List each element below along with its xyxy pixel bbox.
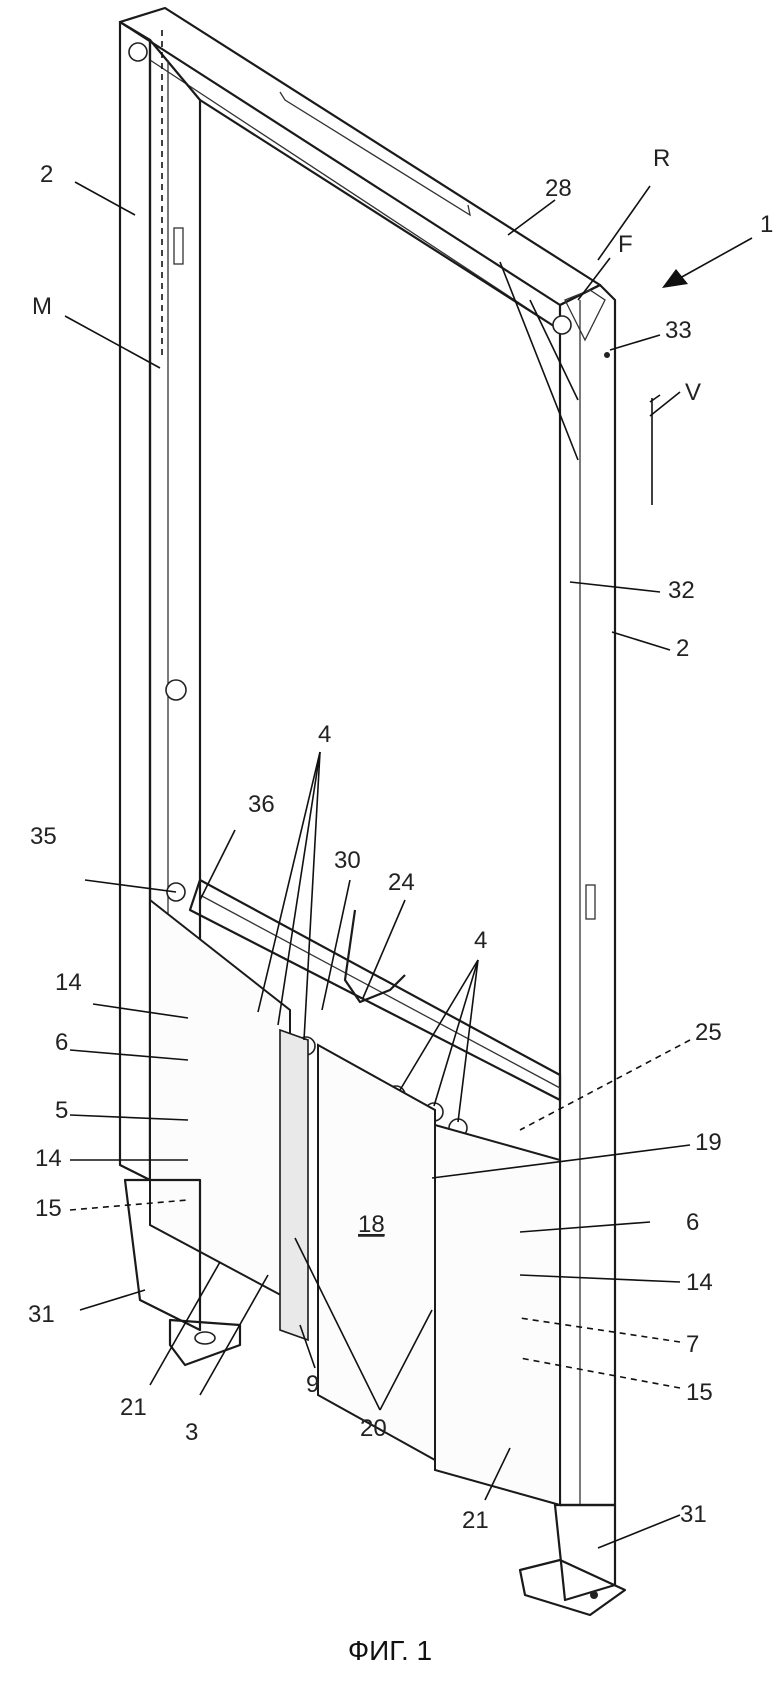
label-20: 20 (360, 1415, 387, 1442)
panel-18 (318, 1045, 435, 1460)
label-V: V (685, 379, 701, 406)
installation-frame (120, 8, 625, 1615)
label-3: 3 (185, 1419, 198, 1446)
left-top-hole (129, 43, 147, 61)
label-14-c: 14 (686, 1269, 713, 1296)
label-M: M (32, 293, 52, 320)
center-channel-9 (280, 1030, 308, 1340)
label-25: 25 (695, 1019, 722, 1046)
label-28: 28 (545, 175, 572, 202)
label-36: 36 (248, 791, 275, 818)
label-33: 33 (665, 317, 692, 344)
label-14-b: 14 (35, 1145, 62, 1172)
label-21-right: 21 (462, 1507, 489, 1534)
label-F: F (618, 231, 633, 258)
label-35: 35 (30, 823, 57, 850)
label-6-left: 6 (55, 1029, 68, 1056)
diagonal-brace-2 (530, 300, 578, 400)
label-24: 24 (388, 869, 415, 896)
label-4-left: 4 (318, 721, 331, 748)
label-6-right: 6 (686, 1209, 699, 1236)
label-18: 18 (358, 1211, 385, 1238)
label-31-right: 31 (680, 1501, 707, 1528)
label-15-right: 15 (686, 1379, 713, 1406)
label-7: 7 (686, 1331, 699, 1358)
figure-caption: ФИГ. 1 (348, 1635, 432, 1666)
right-foot-rivet (590, 1591, 598, 1599)
label-21-left: 21 (120, 1394, 147, 1421)
label-30: 30 (334, 847, 361, 874)
label-4-right: 4 (474, 927, 487, 954)
left-slot (174, 228, 183, 264)
label-19: 19 (695, 1129, 722, 1156)
right-panel (435, 1125, 560, 1505)
label-2-right: 2 (676, 635, 689, 662)
label-9: 9 (306, 1371, 319, 1398)
right-top-bracket (565, 290, 605, 340)
right-foot-leg (555, 1505, 615, 1600)
top-rail-inner-edge (150, 60, 545, 320)
top-rail (120, 8, 600, 305)
left-upright-front (120, 22, 150, 1180)
label-5: 5 (55, 1097, 68, 1124)
left-mid-hole (166, 680, 186, 700)
label-31-left: 31 (28, 1301, 55, 1328)
left-panel (150, 900, 290, 1300)
right-top-rivet (604, 352, 610, 358)
label-1: 1 (760, 211, 773, 238)
left-foot-hole (195, 1332, 215, 1344)
right-slot (586, 885, 595, 919)
label-R: R (653, 145, 670, 172)
label-14-a: 14 (55, 969, 82, 996)
right-top-hole (553, 316, 571, 334)
right-upright-front (560, 285, 615, 1505)
label-15-left: 15 (35, 1195, 62, 1222)
top-rail-lower-edge (200, 100, 560, 330)
top-rail-tab (280, 92, 470, 215)
label-2-left: 2 (40, 161, 53, 188)
label-32: 32 (668, 577, 695, 604)
